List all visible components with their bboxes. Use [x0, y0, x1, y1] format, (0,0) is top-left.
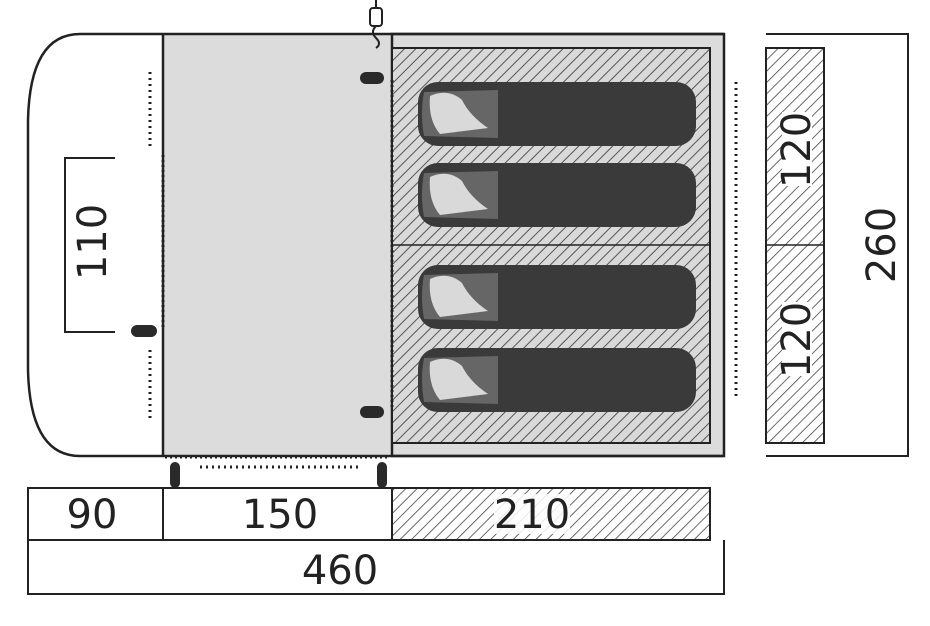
bedroom-lower-width-label: 120 — [774, 302, 820, 378]
vestibule-outline — [26, 32, 163, 458]
total-length-bracket — [27, 540, 725, 595]
zip-pull-icon — [360, 406, 384, 418]
total-length-label: 460 — [302, 548, 378, 594]
sleeping-bag-icon — [418, 163, 696, 227]
total-width-label: 260 — [859, 207, 905, 283]
vestibule-width-label: 110 — [70, 204, 116, 280]
bedroom-depth-label-bg — [494, 494, 570, 534]
bedroom-lower-width-label-group: 120 — [774, 302, 820, 378]
pitching-point-icon — [377, 462, 387, 488]
sleeping-bag-icon — [418, 265, 696, 329]
sleeping-bag-icon — [418, 348, 696, 412]
vestibule-depth-label: 90 — [67, 492, 118, 538]
total-width-bracket — [766, 33, 909, 457]
sleeping-bag-icon — [418, 82, 696, 146]
living-area — [163, 34, 392, 456]
bedroom-upper-width-label-group: 120 — [774, 112, 820, 188]
bedroom-upper-width-label: 120 — [774, 112, 820, 188]
bedroom-depth-label: 210 — [494, 492, 570, 538]
pitching-point-icon — [170, 462, 180, 488]
vestibule-width-bracket — [64, 157, 115, 333]
zip-pull-icon — [360, 72, 384, 84]
living-depth-label: 150 — [242, 492, 318, 538]
zip-pull-icon — [131, 325, 157, 337]
living-depth-box — [162, 487, 393, 541]
pole-connector-icon — [369, 0, 383, 49]
